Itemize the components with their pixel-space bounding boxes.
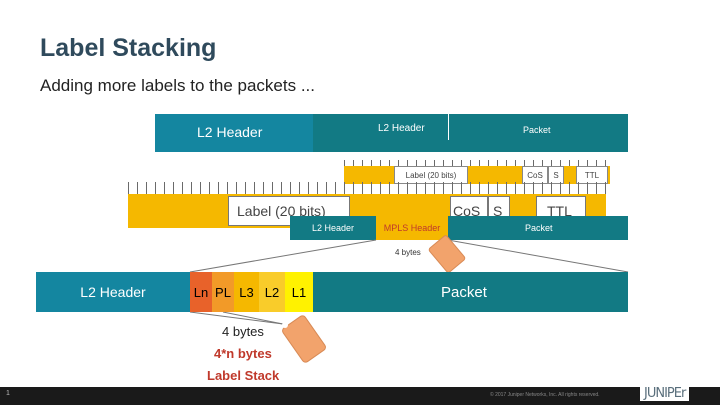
label-ln-text: Ln xyxy=(193,284,209,300)
mid-bytes-label: 4 bytes xyxy=(395,248,421,257)
juniper-logo: JUNIPEr xyxy=(640,386,690,401)
small-mpls-label-text: Label (20 bits) xyxy=(405,170,457,180)
top-packet-segment: L2 Header Packet xyxy=(313,114,628,152)
slide-subtitle: Adding more labels to the packets ... xyxy=(40,76,315,95)
bottom-tag-hole xyxy=(282,322,288,328)
mid-l2-header-label: L2 Header xyxy=(311,223,355,233)
small-mpls-ruler xyxy=(344,160,610,168)
label-stack-annotation: Label Stack xyxy=(207,368,280,383)
page-number: 1 xyxy=(6,390,10,397)
top-divider xyxy=(448,114,449,140)
slide-title: Label Stacking xyxy=(40,34,217,62)
label-pl-text: PL xyxy=(215,284,231,300)
label-ln: Ln xyxy=(190,272,212,312)
large-mpls-cos-text: CoS xyxy=(453,203,481,219)
small-mpls-ttl-text: TTL xyxy=(584,170,600,180)
bottom-l2-header-segment: L2 Header xyxy=(36,272,190,312)
label-l2: L2 xyxy=(259,272,285,312)
label-l1-text: L1 xyxy=(291,284,307,300)
small-mpls-header: Label (20 bits) CoS S TTL xyxy=(344,166,610,184)
label-l3: L3 xyxy=(234,272,259,312)
top-l2-header-segment: L2 Header xyxy=(155,114,313,152)
label-l3-text: L3 xyxy=(239,284,254,300)
label-l2-text: L2 xyxy=(264,284,280,300)
copyright-text: © 2017 Juniper Networks, Inc. All rights… xyxy=(490,392,600,398)
small-mpls-ttl-field: TTL xyxy=(576,166,608,184)
mid-mpls-header-label: MPLS Header xyxy=(383,223,441,233)
label-l1: L1 xyxy=(285,272,313,312)
top-packet-label: Packet xyxy=(523,125,551,135)
top-l2-header-label: L2 Header xyxy=(197,124,263,140)
mid-l2-header-segment: L2 Header xyxy=(290,216,376,240)
small-mpls-s-text: S xyxy=(553,170,559,180)
top-l2-header-small-label: L2 Header xyxy=(378,123,425,134)
large-mpls-ruler xyxy=(128,182,606,196)
bytes-annotation: 4 bytes xyxy=(222,324,264,339)
mid-mpls-header-segment: MPLS Header xyxy=(376,216,448,240)
n-bytes-annotation: 4*n bytes xyxy=(214,346,272,361)
large-mpls-s-text: S xyxy=(493,203,503,219)
large-mpls-label-text: Label (20 bits) xyxy=(237,203,326,219)
large-mpls-ttl-text: TTL xyxy=(547,203,572,219)
small-mpls-cos-text: CoS xyxy=(527,170,543,180)
bottom-packet-label: Packet xyxy=(441,284,487,301)
footer-bar xyxy=(0,387,720,405)
label-pl: PL xyxy=(212,272,234,312)
bottom-l2-header-label: L2 Header xyxy=(80,284,146,300)
mid-packet-label: Packet xyxy=(525,223,553,233)
large-mpls-label-field: Label (20 bits) xyxy=(228,196,350,226)
